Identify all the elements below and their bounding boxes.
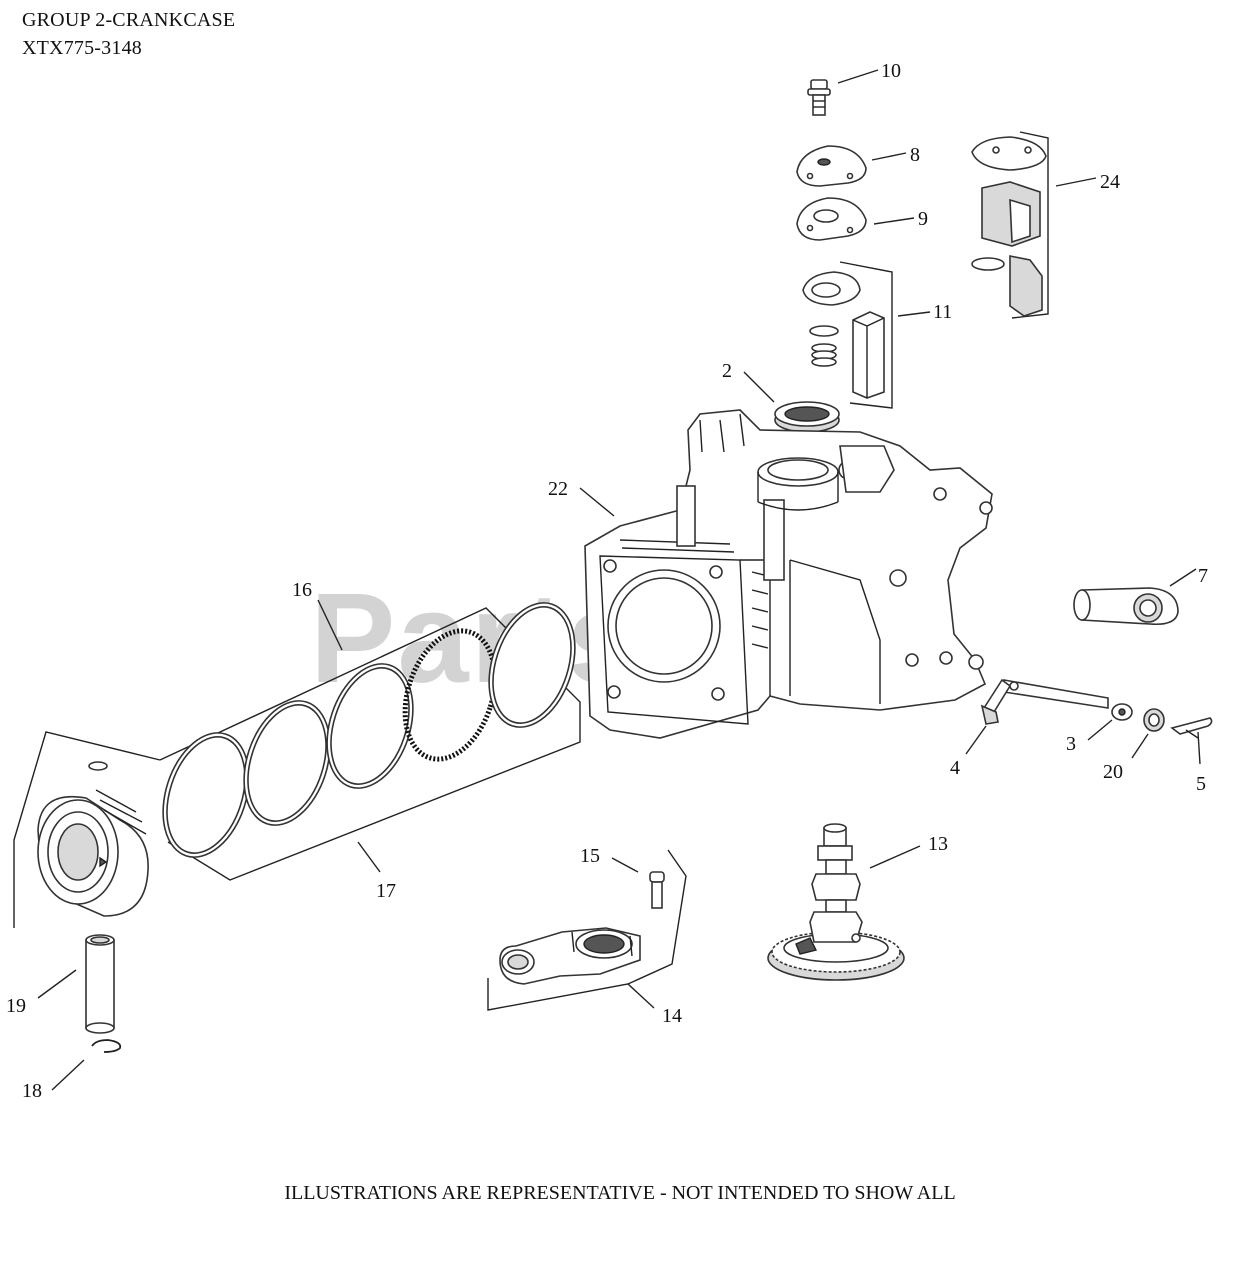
part-16-ring-set[interactable] [148, 592, 590, 881]
callout-24[interactable]: 24 [1100, 171, 1120, 193]
leader-2 [743, 371, 775, 403]
leader-4 [965, 725, 987, 755]
callout-18[interactable]: 18 [22, 1080, 42, 1102]
part-20-seal[interactable] [1143, 708, 1165, 732]
callout-5[interactable]: 5 [1196, 773, 1206, 795]
callout-2[interactable]: 2 [722, 360, 732, 382]
callout-15[interactable]: 15 [580, 845, 600, 867]
disclaimer-footer: ILLUSTRATIONS ARE REPRESENTATIVE - NOT I… [284, 1182, 956, 1204]
leader-20 [1131, 733, 1149, 759]
leader-7 [1169, 568, 1197, 587]
leader-3 [1087, 719, 1113, 741]
leader-22 [579, 487, 615, 517]
part-2-oil-seal[interactable] [774, 401, 840, 433]
callout-22[interactable]: 22 [548, 478, 568, 500]
callout-17[interactable]: 17 [376, 880, 396, 902]
leader-16 [317, 599, 343, 651]
part-4-lever[interactable] [980, 678, 1109, 725]
part-11-breather-kit[interactable] [802, 261, 893, 409]
leader-15 [611, 857, 639, 873]
callout-9[interactable]: 9 [918, 208, 928, 230]
callout-16[interactable]: 16 [292, 579, 312, 601]
leader-13 [869, 845, 921, 869]
part-5-hairpin-clip[interactable] [1170, 717, 1213, 739]
callout-10[interactable]: 10 [881, 60, 901, 82]
callout-11[interactable]: 11 [933, 301, 952, 323]
part-3-washer[interactable] [1111, 703, 1133, 721]
callout-7[interactable]: 7 [1198, 565, 1208, 587]
leader-14 [627, 983, 655, 1009]
model-number: XTX775-3148 [22, 37, 142, 59]
part-10-bolt[interactable] [807, 79, 831, 116]
part-22-crankcase[interactable] [584, 409, 993, 739]
part-18-retaining-ring[interactable] [91, 1039, 122, 1053]
part-9-plate[interactable] [796, 197, 867, 241]
part-14-connecting-rod[interactable] [487, 849, 687, 1011]
callout-20[interactable]: 20 [1103, 761, 1123, 783]
part-15-bolt[interactable] [649, 871, 665, 909]
callout-13[interactable]: 13 [928, 833, 948, 855]
part-24-breather-assembly[interactable] [971, 131, 1049, 319]
callout-19[interactable]: 19 [6, 995, 26, 1017]
part-13-camshaft[interactable] [767, 823, 905, 981]
leader-8 [871, 152, 907, 161]
piston[interactable] [13, 731, 161, 928]
callout-8[interactable]: 8 [910, 144, 920, 166]
part-8-plate[interactable] [796, 145, 867, 187]
leader-18 [51, 1059, 85, 1091]
leader-17 [357, 841, 381, 873]
callout-4[interactable]: 4 [950, 757, 960, 779]
diagram-title: GROUP 2-CRANKCASE [22, 9, 236, 31]
part-19-piston-pin[interactable] [85, 934, 115, 1034]
leader-19 [37, 969, 77, 999]
leader-24 [1055, 177, 1097, 187]
leader-9 [873, 217, 915, 225]
callout-14[interactable]: 14 [662, 1005, 682, 1027]
part-7-elbow[interactable] [1073, 587, 1179, 626]
leader-5 [1197, 731, 1201, 765]
leader-11 [897, 311, 931, 317]
callout-3[interactable]: 3 [1066, 733, 1076, 755]
leader-10 [837, 69, 879, 84]
